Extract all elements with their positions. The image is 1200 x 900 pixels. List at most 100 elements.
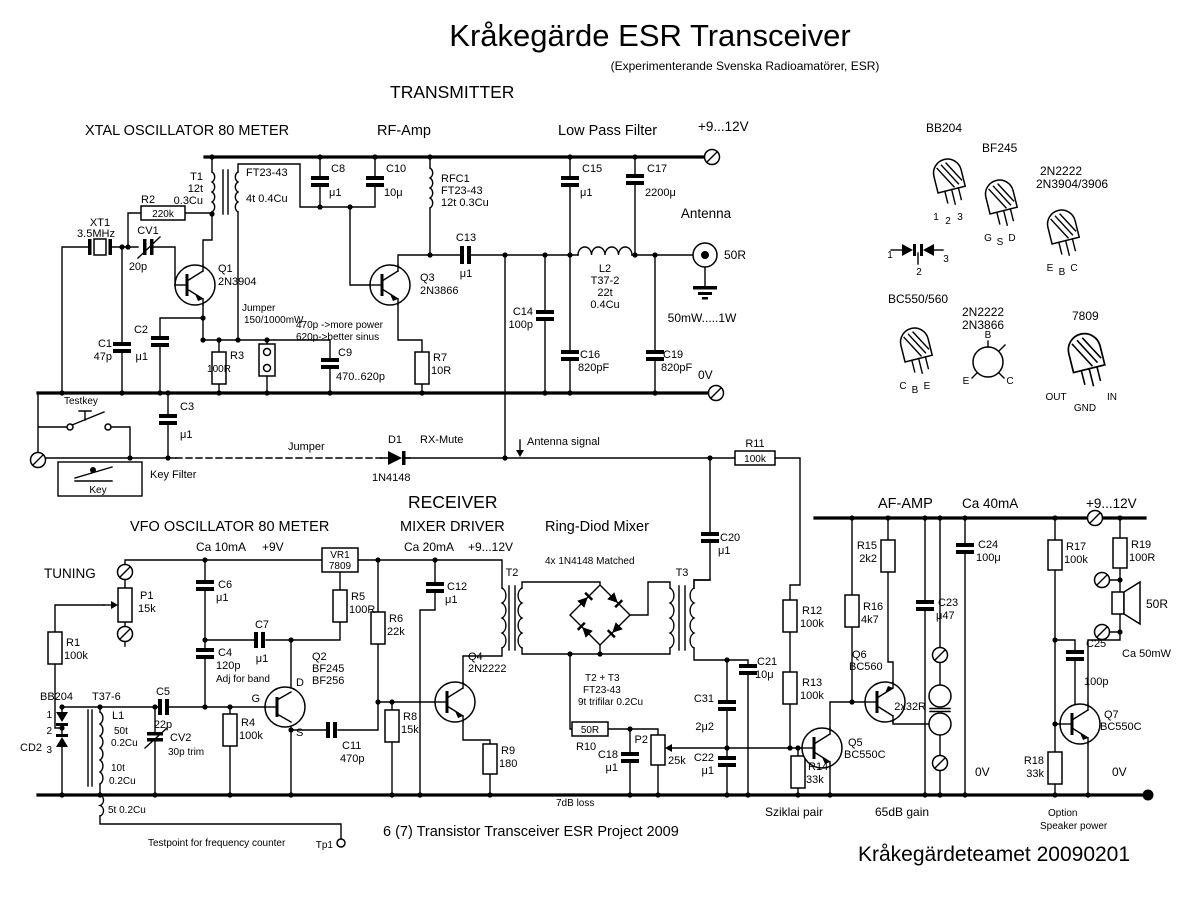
tx-section-title: TRANSMITTER (390, 82, 514, 102)
inductor-l1-link (99, 794, 105, 817)
xt1-value: 3.5MHz (77, 228, 115, 240)
t3-label: T3 (676, 567, 689, 579)
capacitor-c17 (626, 174, 644, 185)
t1-wire: 0.3Cu (174, 195, 203, 207)
jumper-block (258, 343, 276, 377)
d1-note: RX-Mute (420, 434, 463, 446)
q5-label: Q5 (848, 737, 863, 749)
l1-core: T37-6 (92, 691, 121, 703)
rfc1-core: FT23-43 (441, 185, 483, 197)
l1-link: 5t 0.2Cu (108, 805, 146, 816)
capacitor-c21 (739, 664, 757, 675)
l1-turns2: 10t (111, 763, 125, 774)
r10-value: 50R (581, 725, 599, 736)
transistor-q7 (1058, 702, 1102, 746)
c23-value: μ47 (936, 610, 955, 622)
r14-value: 33k (806, 774, 824, 786)
capacitor-c11 (326, 722, 337, 738)
transformer-t1 (211, 169, 239, 215)
c10-value: 10μ (384, 187, 403, 199)
pkg-bf245-case (981, 176, 1022, 230)
r9-label: R9 (501, 745, 515, 757)
c15-label: C15 (582, 163, 602, 175)
q5-value: BC550C (844, 749, 886, 761)
option-label1: Option (1048, 808, 1077, 819)
antenna-z: 50R (724, 248, 746, 262)
q3-label: Q3 (420, 272, 435, 284)
spk-pwr-label: Ca 50mW (1122, 648, 1172, 660)
transistor-q3 (368, 263, 412, 307)
q3-value: 2N3866 (420, 285, 459, 297)
c11-value: 470p (340, 753, 364, 765)
c24-value: 100μ (976, 552, 1001, 564)
c16-value: 820pF (578, 362, 609, 374)
q4-label: Q4 (468, 651, 483, 663)
r16-value: 4k7 (861, 614, 879, 626)
resistor-r13 (782, 671, 798, 705)
c14-label: C14 (513, 306, 533, 318)
c12-label: C12 (447, 581, 467, 593)
c13-value: μ1 (460, 268, 472, 280)
r5-value: 100R (349, 604, 375, 616)
af-title: AF-AMP (878, 496, 933, 512)
r19-value: 100R (1129, 552, 1155, 564)
pkg-bc-p1: C (899, 381, 906, 392)
c8-value: μ1 (329, 187, 341, 199)
l2-turns: 22t (597, 287, 612, 299)
resistor-r2 (140, 205, 186, 221)
vr1-value: 7809 (329, 561, 352, 572)
testkey-switch (66, 410, 112, 431)
q7-value: BC550C (1100, 721, 1142, 733)
q4-value: 2N2222 (468, 663, 507, 675)
c25-value: 100p (1084, 676, 1108, 688)
pkg-bf245-name: BF245 (982, 141, 1018, 155)
r15-value: 2k2 (859, 553, 877, 565)
resistor-r3 (211, 351, 227, 385)
r9-value: 180 (499, 758, 517, 770)
c13-label: C13 (456, 232, 476, 244)
pkg-bf245-p3: D (1008, 233, 1015, 244)
resistor-r5 (332, 589, 348, 623)
c18-value: μ1 (606, 762, 618, 774)
capacitor-c8 (311, 176, 329, 187)
resistor-r12 (782, 599, 798, 633)
trafo-note3: 9t trifilar 0.2Cu (578, 697, 643, 708)
r11-label: R11 (745, 438, 764, 450)
regulator-vr1 (321, 547, 359, 573)
c18-label: C18 (598, 749, 618, 761)
bb204-label: BB204 (40, 691, 73, 703)
resistor-r10 (571, 721, 609, 737)
p2-value: 25k (668, 755, 686, 767)
footer-team: Kråkegärdeteamet 20090201 (858, 843, 1130, 866)
trimmer-cv2 (147, 732, 163, 742)
capacitor-c20 (701, 532, 719, 543)
jumper-link-label: Jumper (288, 441, 325, 453)
r13-label: R13 (802, 677, 822, 689)
r18-value: 33k (1026, 768, 1044, 780)
bb204-diode-symbol (890, 244, 944, 265)
c4-note: Adj for band (216, 674, 270, 685)
r19-label: R19 (1131, 539, 1151, 551)
testkey-label: Testkey (64, 396, 98, 407)
transformer-t2 (501, 587, 523, 649)
q1-label: Q1 (218, 263, 233, 275)
pkg-npn-p2: B (1059, 267, 1066, 278)
speaker-out-connector-top (931, 646, 949, 664)
capacitor-c24 (956, 543, 974, 554)
trafo-note1: T2 + T3 (585, 673, 620, 684)
tx-gnd-label: 0V (698, 368, 713, 382)
key-filter-box (57, 461, 143, 497)
ring-mixer (569, 584, 631, 646)
r2-value: 220k (152, 209, 175, 220)
pkg-reg-name: 7809 (1072, 309, 1099, 323)
footer-project: 6 (7) Transistor Transceiver ESR Project… (383, 824, 679, 840)
mix-supply: +9...12V (468, 540, 513, 554)
capacitor-c18 (621, 752, 639, 763)
capacitor-c10 (366, 176, 384, 187)
c7-label: C7 (255, 619, 269, 631)
resistor-r7 (414, 351, 430, 385)
jumper-sel-1: Jumper (242, 303, 276, 314)
q2-gate: G (251, 693, 260, 705)
c14-value: 100p (509, 319, 533, 331)
capacitor-c9 (321, 358, 339, 369)
